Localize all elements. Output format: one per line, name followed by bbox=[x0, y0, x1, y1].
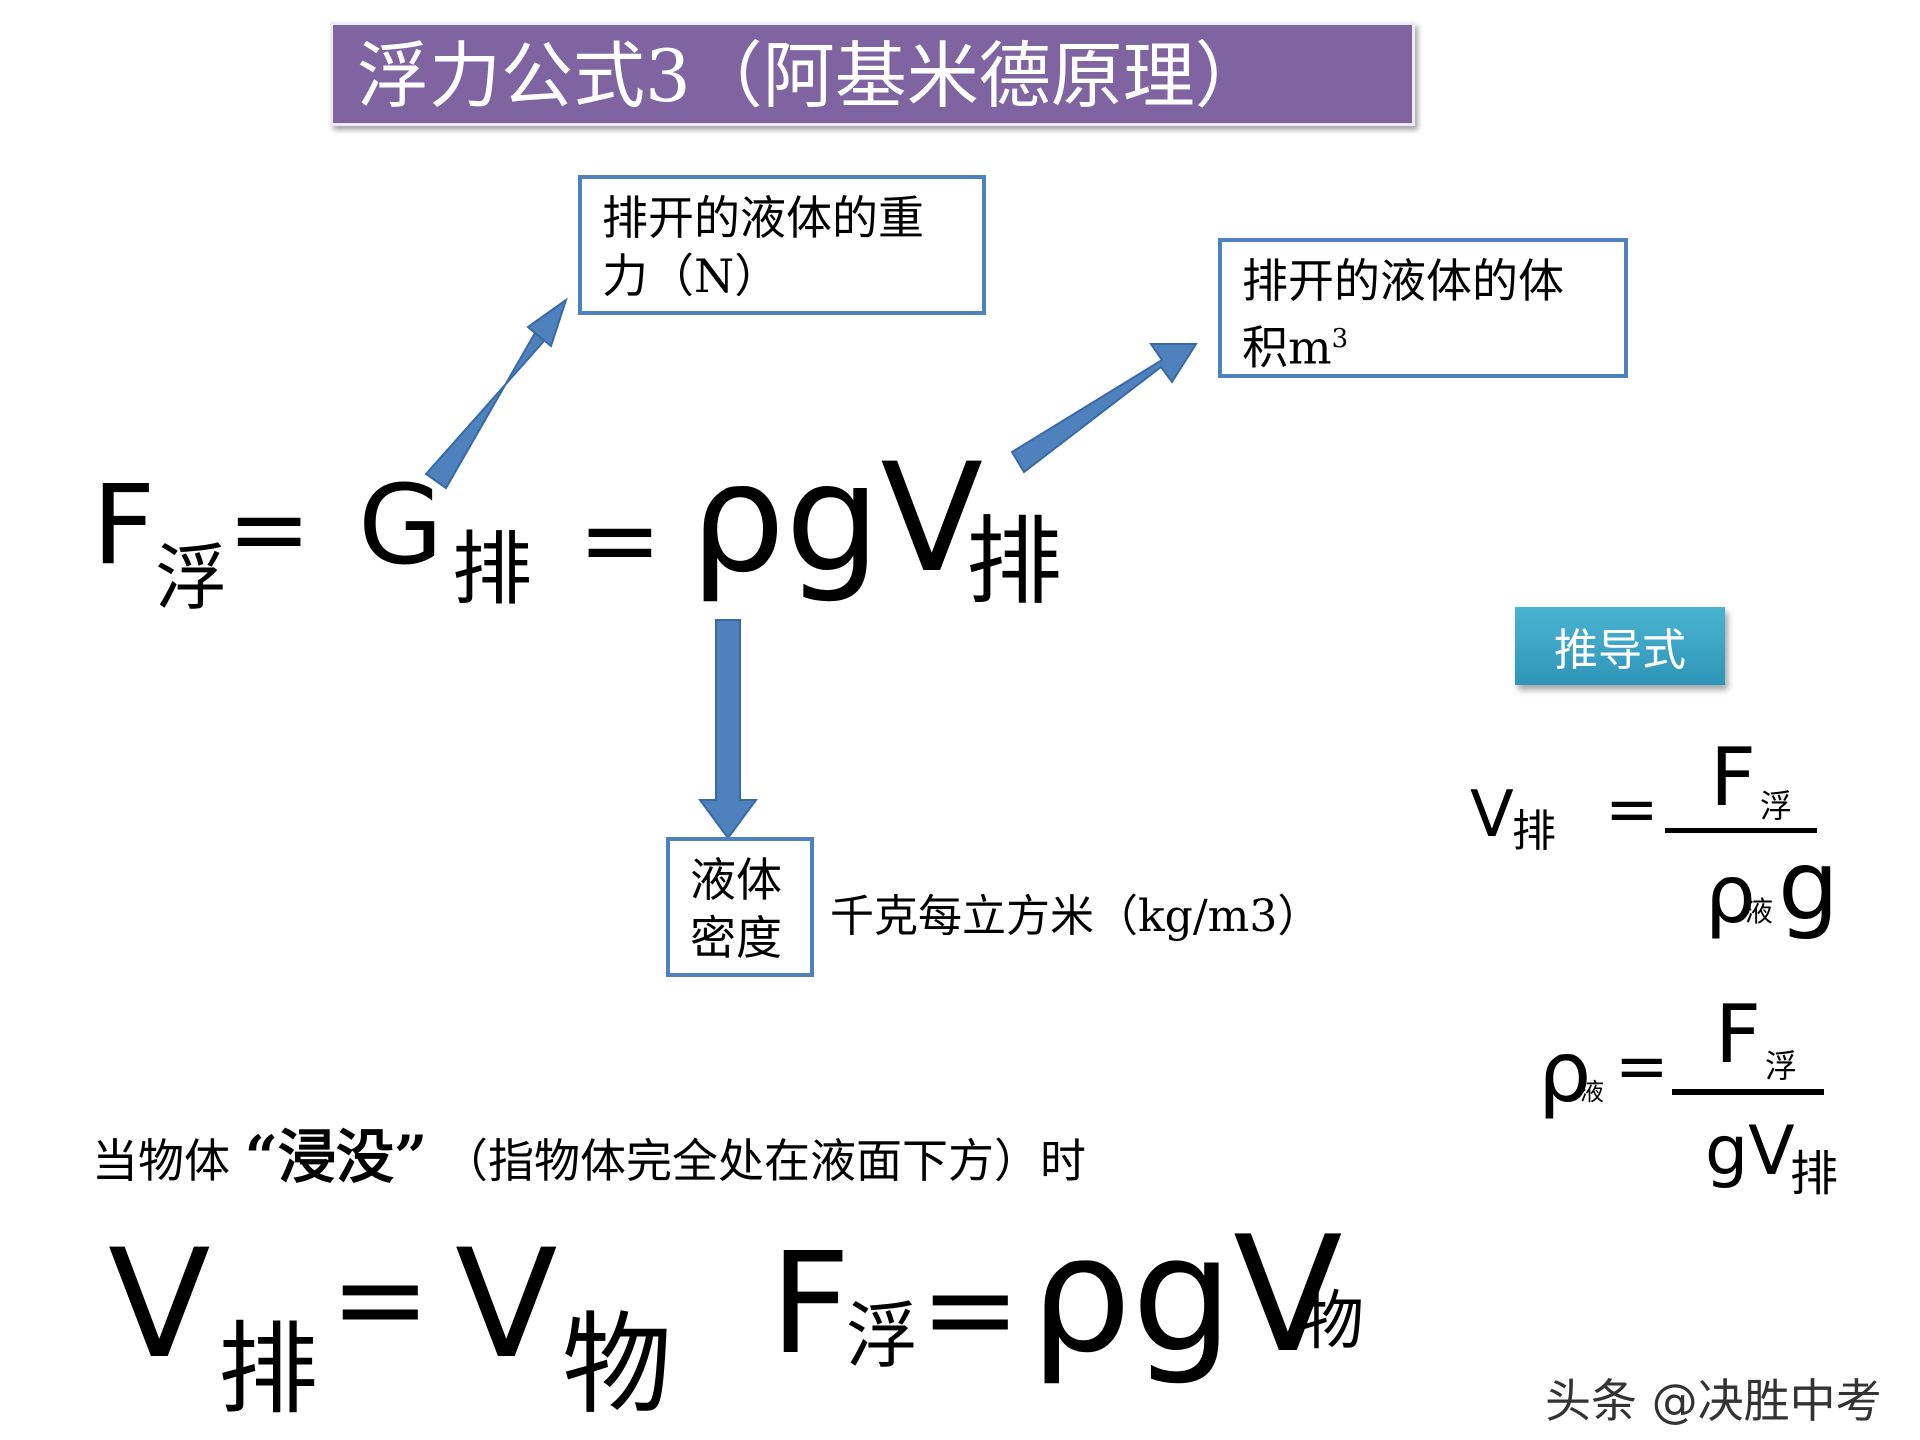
main-rhogv: ρgV bbox=[690, 432, 984, 606]
derive1-eq: = bbox=[1605, 773, 1659, 847]
arrow-down bbox=[698, 619, 758, 840]
volume-annotation-box: 排开的液体的体 积m3 bbox=[1218, 238, 1628, 378]
main-g-sub: 排 bbox=[452, 523, 532, 616]
derive2-eq: = bbox=[1615, 1030, 1669, 1104]
volume-line2: 积m bbox=[1242, 320, 1332, 375]
watermark: 头条 @决胜中考 bbox=[1545, 1374, 1882, 1428]
bottom-f-sub: 浮 bbox=[846, 1294, 919, 1378]
derive1-fraction-line bbox=[1665, 828, 1817, 833]
derive2-num-sub: 浮 bbox=[1765, 1047, 1798, 1085]
derive1-den-g: g bbox=[1778, 830, 1839, 942]
volume-sup: 3 bbox=[1331, 324, 1349, 354]
bottom-eq2: = bbox=[920, 1240, 1021, 1379]
density-line1: 液体 bbox=[690, 853, 782, 907]
bottom-v1: V bbox=[108, 1218, 211, 1392]
derive-button[interactable]: 推导式 bbox=[1515, 607, 1725, 685]
derive2-den-sub: 排 bbox=[1790, 1146, 1839, 1202]
immersion-suffix: （指物体完全处在液面下方）时 bbox=[441, 1134, 1086, 1188]
volume-line1: 排开的液体的体 bbox=[1242, 254, 1564, 308]
main-eq2: = bbox=[578, 481, 662, 598]
derive1-num-sub: 浮 bbox=[1760, 787, 1793, 825]
immersion-quoted: “浸没” bbox=[244, 1123, 428, 1191]
main-g: G bbox=[358, 461, 444, 589]
derive2-fraction-line bbox=[1672, 1089, 1824, 1095]
derive2-num: F bbox=[1715, 988, 1762, 1081]
derive1-den-sub: 液 bbox=[1745, 895, 1774, 928]
weight-annotation-box: 排开的液体的重 力（N） bbox=[578, 175, 986, 315]
bottom-v1-sub: 排 bbox=[218, 1311, 318, 1428]
bottom-eq1: = bbox=[330, 1230, 431, 1369]
bottom-v2-sub: 物 bbox=[562, 1301, 672, 1429]
density-annotation-box: 液体 密度 bbox=[666, 837, 814, 977]
page-title: 浮力公式3（阿基米德原理） bbox=[357, 34, 1267, 118]
derive1-num: F bbox=[1710, 731, 1757, 824]
arrow-up-left bbox=[424, 297, 568, 490]
derive2-den: gV bbox=[1705, 1112, 1795, 1191]
main-eq1: = bbox=[227, 470, 312, 587]
derive1-v: V bbox=[1470, 778, 1514, 852]
bottom-v2: V bbox=[455, 1218, 558, 1392]
immersion-condition: 当物体 “浸没” （指物体完全处在液面下方）时 bbox=[92, 1110, 1086, 1194]
derive2-rho: ρ bbox=[1538, 1023, 1592, 1121]
bottom-rhogv: ρgV bbox=[1030, 1201, 1343, 1388]
main-f: F bbox=[92, 461, 156, 589]
derive1-den-rho: ρ bbox=[1705, 848, 1756, 941]
immersion-prefix: 当物体 bbox=[92, 1134, 230, 1188]
main-v-sub: 排 bbox=[966, 506, 1062, 618]
arrow-up-right bbox=[1010, 343, 1198, 474]
bottom-v3-sub: 物 bbox=[1300, 1285, 1364, 1359]
weight-line1: 排开的液体的重 bbox=[602, 191, 924, 245]
bottom-f: F bbox=[770, 1223, 851, 1386]
derive1-v-sub: 排 bbox=[1512, 806, 1556, 857]
weight-line2: 力（N） bbox=[602, 249, 781, 303]
density-unit: 千克每立方米（kg/m3） bbox=[830, 891, 1322, 942]
derive2-rho-sub: 液 bbox=[1580, 1078, 1604, 1106]
main-f-sub: 浮 bbox=[155, 536, 228, 620]
title-banner: 浮力公式3（阿基米德原理） bbox=[330, 22, 1415, 126]
main-formula: F浮= bbox=[92, 470, 311, 620]
density-line2: 密度 bbox=[690, 911, 782, 965]
